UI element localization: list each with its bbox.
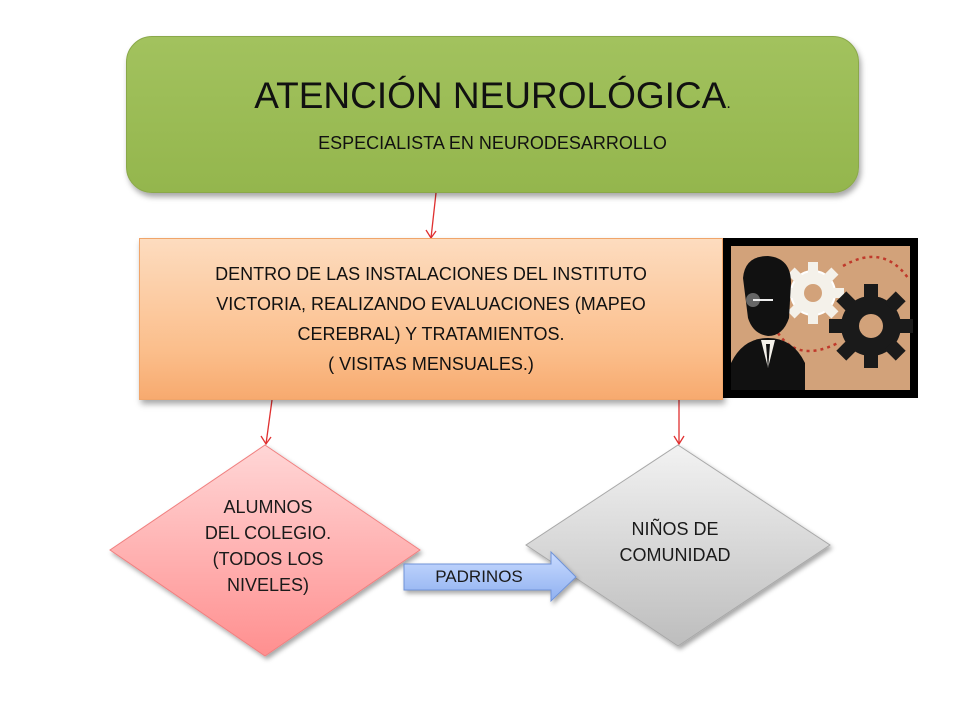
mid-box-line: DENTRO DE LAS INSTALACIONES DEL INSTITUT… <box>215 264 647 284</box>
top-box-title: ATENCIÓN NEUROLÓGICA <box>254 74 727 116</box>
right-diamond-line: NIÑOS DE <box>631 519 719 539</box>
business-man-gears-icon <box>723 238 918 398</box>
mid-box-line: CEREBRAL) Y TRATAMIENTOS. <box>297 324 565 344</box>
mid-box-line: VICTORIA, REALIZANDO EVALUACIONES (MAPEO <box>216 294 646 314</box>
left-diamond-line: NIVELES) <box>226 575 310 595</box>
connector-mid-to-left-diamond <box>260 399 273 446</box>
padrinos-arrow <box>403 550 577 603</box>
mid-box-installations: DENTRO DE LAS INSTALACIONES DEL INSTITUT… <box>139 238 723 400</box>
right-diamond-community-children: NIÑOS DE COMUNIDAD <box>590 516 760 568</box>
right-diamond-shape <box>525 444 831 647</box>
padrinos-arrow-label: PADRINOS <box>435 567 523 586</box>
mid-box-line: ( VISITAS MENSUALES.) <box>328 354 534 374</box>
left-diamond-shape <box>109 444 421 657</box>
connector-mid-to-right-diamond <box>673 400 685 446</box>
top-box-title-dot: . <box>726 94 731 112</box>
top-box-title-line: ATENCIÓN NEUROLÓGICA. <box>254 74 731 124</box>
left-diamond-students: ALUMNOS DEL COLEGIO. (TODOS LOS NIVELES) <box>188 494 348 598</box>
right-diamond-line: COMUNIDAD <box>619 545 731 565</box>
left-diamond-line: (TODOS LOS <box>212 549 324 569</box>
top-box-neurological-attention: ATENCIÓN NEUROLÓGICA. ESPECIALISTA EN NE… <box>126 36 859 193</box>
top-box-subtitle: ESPECIALISTA EN NEURODESARROLLO <box>318 132 667 153</box>
left-diamond-line: ALUMNOS <box>223 497 313 517</box>
connector-top-to-mid <box>425 192 437 240</box>
left-diamond-line: DEL COLEGIO. <box>204 523 332 543</box>
